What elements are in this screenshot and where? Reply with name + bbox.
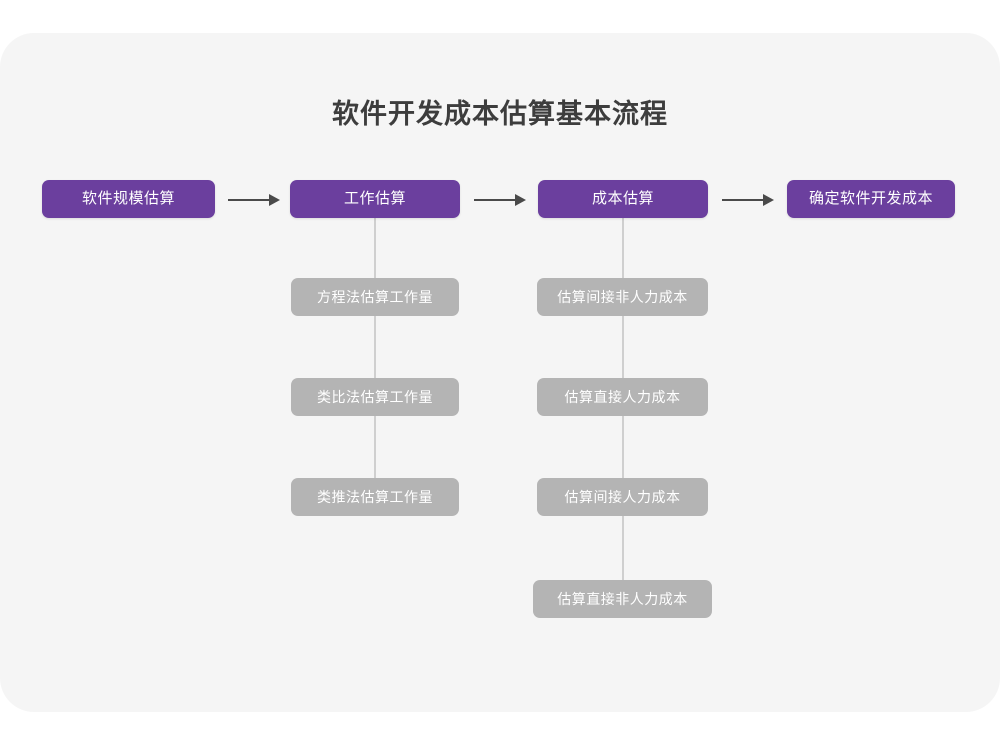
flow-node-cost-estimation[interactable]: 成本估算 (538, 180, 708, 218)
branch-node-equation-method[interactable]: 方程法估算工作量 (291, 278, 459, 316)
arrow-shaft (228, 199, 274, 201)
arrow-head (269, 194, 280, 206)
branch-connector-work (374, 218, 376, 498)
page-title: 软件开发成本估算基本流程 (332, 99, 668, 129)
branch-node-indirect-labor-cost[interactable]: 估算间接人力成本 (537, 478, 708, 516)
arrow-head (515, 194, 526, 206)
arrow-icon-2 (474, 194, 526, 206)
flow-node-software-size-estimation[interactable]: 软件规模估算 (42, 180, 215, 218)
arrow-head (763, 194, 774, 206)
arrow-icon-3 (722, 194, 774, 206)
branch-node-inference-method[interactable]: 类推法估算工作量 (291, 478, 459, 516)
arrow-shaft (474, 199, 520, 201)
branch-node-direct-labor-cost[interactable]: 估算直接人力成本 (537, 378, 708, 416)
arrow-icon-1 (228, 194, 280, 206)
flow-node-determine-development-cost[interactable]: 确定软件开发成本 (787, 180, 955, 218)
branch-node-analogy-method[interactable]: 类比法估算工作量 (291, 378, 459, 416)
branch-node-direct-nonlabor-cost[interactable]: 估算直接非人力成本 (533, 580, 712, 618)
arrow-shaft (722, 199, 768, 201)
flow-node-work-estimation[interactable]: 工作估算 (290, 180, 460, 218)
diagram-card (0, 33, 1000, 712)
branch-node-indirect-nonlabor-cost[interactable]: 估算间接非人力成本 (537, 278, 708, 316)
